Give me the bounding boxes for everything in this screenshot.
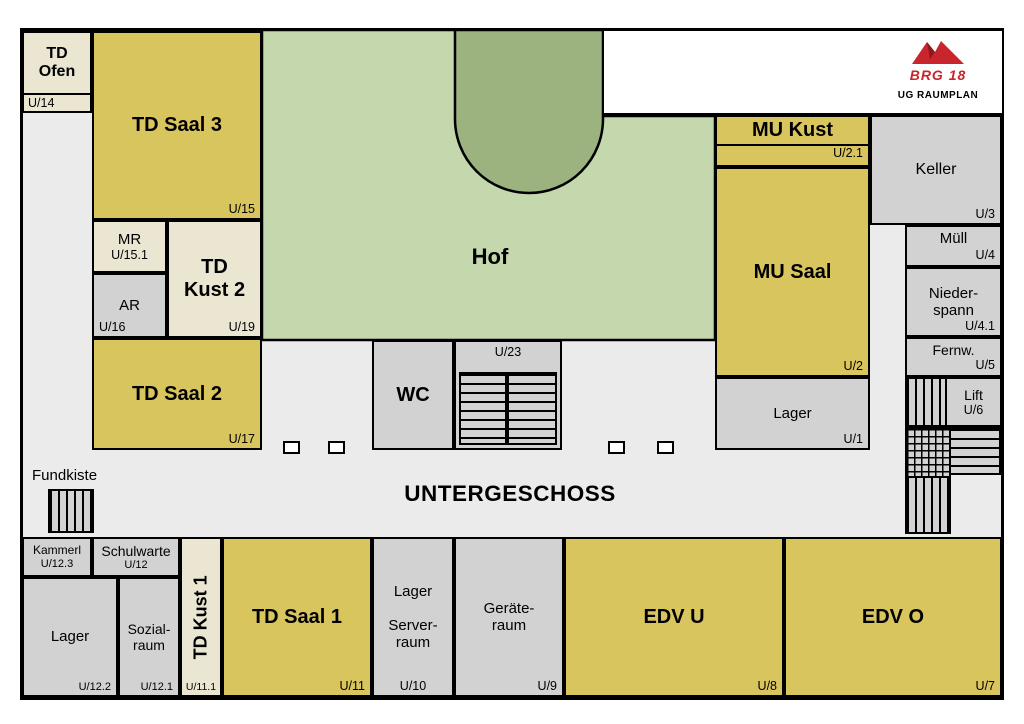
room-name: TD Ofen — [24, 33, 90, 95]
room-number: U/10 — [399, 679, 427, 693]
room-muell: Müll U/4 — [905, 225, 1002, 267]
courtyard-shape — [260, 29, 717, 342]
room-number: U/2.1 — [833, 146, 863, 160]
fundkiste-stairs-icon — [48, 489, 94, 533]
room-mr: MR U/15.1 — [92, 220, 167, 273]
room-number: U/15 — [228, 202, 255, 216]
room-fernw: Fernw. U/5 — [905, 337, 1002, 377]
room-td-saal-3: TD Saal 3 U/15 — [92, 31, 262, 220]
room-number: U/7 — [975, 679, 995, 693]
room-name: MU Kust — [717, 117, 868, 146]
room-number: U/14 — [28, 96, 55, 110]
room-number: U/3 — [975, 207, 995, 221]
elevator-shaft-icon — [905, 427, 951, 478]
mountain-logo-icon — [912, 41, 964, 64]
room-number: U/15.1 — [111, 248, 148, 263]
lift-area: Lift U/6 — [905, 377, 1002, 427]
room-name: Geräte- raum — [483, 599, 535, 634]
room-name: Nieder- spann — [928, 284, 979, 319]
room-number: U/4.1 — [965, 319, 995, 333]
stairs-flight-icon — [949, 427, 1001, 475]
room-number: U/23 — [494, 345, 522, 359]
room-name: Müll — [939, 230, 968, 248]
room-ar: AR U/16 — [92, 273, 167, 338]
room-serverraum: Lager Server- raum U/10 — [372, 537, 454, 697]
courtyard-label: Hof — [471, 244, 509, 269]
stairs-flight-icon — [459, 372, 507, 445]
room-number: U/8 — [757, 679, 777, 693]
room-mu-kust: MU Kust U/2.1 — [715, 115, 870, 167]
room-name: Fernw. — [932, 341, 975, 358]
room-name: Keller — [915, 160, 957, 178]
stairs-flight-icon — [905, 476, 951, 534]
brg18-logo: BRG 18 UG RAUMPLAN — [888, 39, 988, 101]
stairs-flight-icon — [507, 372, 557, 445]
room-name: MR — [117, 230, 142, 248]
room-number: U/6 — [963, 403, 984, 418]
room-number: U/12.1 — [140, 681, 173, 693]
room-name: AR — [119, 296, 140, 314]
room-td-ofen: TD Ofen U/14 — [22, 31, 92, 113]
room-edv-o: EDV O U/7 — [784, 537, 1002, 697]
room-number: U/4 — [975, 247, 995, 262]
room-name: TD Saal 1 — [251, 605, 343, 628]
room-lager-u12-2: Lager U/12.2 — [22, 577, 118, 697]
room-name: Lager — [773, 404, 812, 422]
room-name: EDV U — [643, 605, 705, 628]
room-lager-u1: Lager U/1 — [715, 377, 870, 450]
room-name: TD Kust 2 — [183, 256, 246, 301]
room-schulwarte: Schulwarte U/12 — [92, 537, 180, 577]
building-exterior-notch: BRG 18 UG RAUMPLAN — [602, 31, 1002, 115]
room-name: TD Saal 2 — [131, 382, 223, 405]
room-geraeteraum: Geräte- raum U/9 — [454, 537, 564, 697]
logo-subtitle: UG RAUMPLAN — [897, 90, 979, 101]
room-kammerl: Kammerl U/12.3 — [22, 537, 92, 577]
room-td-saal-1: TD Saal 1 U/11 — [222, 537, 372, 697]
corridor-pillar — [608, 441, 625, 454]
room-td-kust-1: TD Kust 1 U/11.1 — [180, 537, 222, 697]
room-number: U/12.2 — [78, 681, 111, 693]
stairs-hatch-icon — [907, 379, 947, 425]
room-niederspann: Nieder- spann U/4.1 — [905, 267, 1002, 337]
corridor-pillar — [657, 441, 674, 454]
fundkiste-label: Fundkiste — [32, 467, 98, 484]
floor-title: UNTERGESCHOSS — [404, 481, 616, 506]
room-td-kust-2: TD Kust 2 U/19 — [167, 220, 262, 338]
room-keller: Keller U/3 — [870, 115, 1002, 225]
room-number: U/9 — [537, 679, 557, 693]
room-number: U/12 — [124, 559, 148, 572]
room-number: U/12.3 — [40, 557, 74, 570]
logo-brand-text: BRG 18 — [909, 67, 967, 83]
stairwell-u23: U/23 — [454, 340, 562, 450]
room-number: U/1 — [843, 432, 863, 446]
room-mu-saal: MU Saal U/2 — [715, 167, 870, 377]
corridor-pillar — [283, 441, 300, 454]
room-name: Lager Server- raum — [388, 582, 438, 652]
room-td-saal-2: TD Saal 2 U/17 — [92, 338, 262, 450]
room-number: U/19 — [228, 320, 255, 334]
room-name: TD Kust 1 — [190, 574, 211, 660]
room-name: Lift — [964, 386, 983, 403]
room-wc: WC — [372, 340, 454, 450]
room-number: U/2 — [843, 359, 863, 373]
room-number: U/11 — [339, 679, 365, 693]
room-name: WC — [396, 383, 430, 406]
room-number: U/17 — [228, 432, 255, 446]
room-lift: Lift U/6 — [947, 379, 1000, 425]
room-sozialraum: Sozial- raum U/12.1 — [118, 577, 180, 697]
room-name: TD Saal 3 — [131, 114, 223, 136]
room-name: MU Saal — [753, 260, 832, 283]
room-name: Sozial- raum — [127, 620, 171, 653]
room-name: Schulwarte — [101, 542, 171, 559]
room-number: U/16 — [99, 320, 126, 334]
room-number: U/11.1 — [185, 681, 217, 693]
room-edv-u: EDV U U/8 — [564, 537, 784, 697]
room-name: Lager — [50, 628, 90, 646]
room-name: EDV O — [861, 605, 925, 628]
room-name: Kammerl — [32, 543, 81, 558]
room-number: U/5 — [975, 358, 995, 373]
corridor-pillar — [328, 441, 345, 454]
